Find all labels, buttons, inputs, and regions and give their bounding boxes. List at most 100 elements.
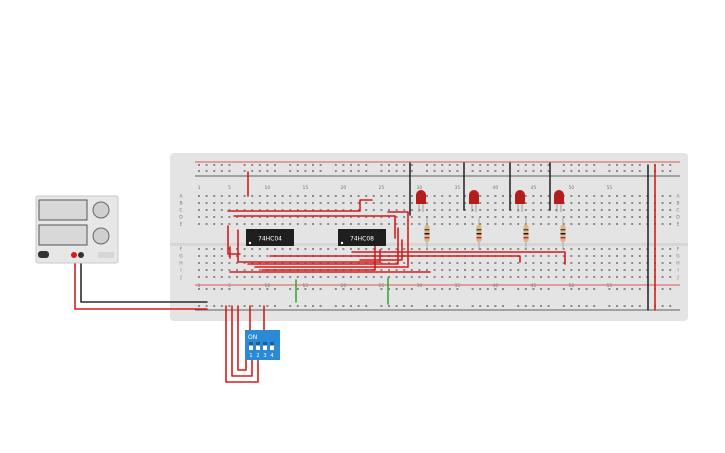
breadboard-hole[interactable] <box>410 202 413 204</box>
breadboard-hole[interactable] <box>228 269 231 271</box>
breadboard-hole[interactable] <box>638 262 641 264</box>
breadboard-hole[interactable] <box>517 262 520 264</box>
breadboard-hole[interactable] <box>281 209 284 211</box>
breadboard-hole[interactable] <box>486 262 489 264</box>
breadboard-hole[interactable] <box>289 223 292 225</box>
breadboard-hole[interactable] <box>213 216 216 218</box>
breadboard-hole[interactable] <box>623 209 626 211</box>
rail-hole[interactable] <box>585 164 588 166</box>
breadboard-hole[interactable] <box>593 269 596 271</box>
breadboard-hole[interactable] <box>578 276 580 278</box>
breadboard-hole[interactable] <box>441 276 444 278</box>
rail-hole[interactable] <box>350 288 352 290</box>
breadboard-hole[interactable] <box>593 202 596 204</box>
breadboard-hole[interactable] <box>205 262 208 264</box>
rail-hole[interactable] <box>540 288 542 290</box>
breadboard-hole[interactable] <box>350 262 352 264</box>
breadboard-hole[interactable] <box>464 269 466 271</box>
breadboard-hole[interactable] <box>471 248 474 250</box>
breadboard-hole[interactable] <box>410 223 413 225</box>
breadboard-hole[interactable] <box>593 255 596 257</box>
breadboard-hole[interactable] <box>638 269 641 271</box>
breadboard-hole[interactable] <box>296 262 299 264</box>
breadboard-hole[interactable] <box>205 255 208 257</box>
rail-hole[interactable] <box>395 305 398 307</box>
breadboard-hole[interactable] <box>631 223 634 225</box>
rail-hole[interactable] <box>198 170 200 172</box>
breadboard-hole[interactable] <box>296 276 299 278</box>
breadboard-hole[interactable] <box>220 209 223 211</box>
rail-hole[interactable] <box>608 164 611 166</box>
breadboard-hole[interactable] <box>540 262 542 264</box>
breadboard-hole[interactable] <box>433 276 436 278</box>
breadboard-hole[interactable] <box>334 223 337 225</box>
breadboard-hole[interactable] <box>319 209 322 211</box>
breadboard-hole[interactable] <box>593 223 596 225</box>
rail-hole[interactable] <box>578 164 580 166</box>
breadboard-hole[interactable] <box>562 248 565 250</box>
rail-hole[interactable] <box>274 170 276 172</box>
breadboard-hole[interactable] <box>266 209 269 211</box>
breadboard-hole[interactable] <box>289 216 292 218</box>
breadboard-hole[interactable] <box>395 202 398 204</box>
breadboard-hole[interactable] <box>327 276 330 278</box>
breadboard-hole[interactable] <box>228 195 231 197</box>
rail-hole[interactable] <box>274 305 276 307</box>
breadboard-hole[interactable] <box>357 248 360 250</box>
rail-hole[interactable] <box>258 305 261 307</box>
rail-hole[interactable] <box>213 305 216 307</box>
breadboard-hole[interactable] <box>388 269 390 271</box>
breadboard-hole[interactable] <box>327 209 330 211</box>
breadboard-hole[interactable] <box>623 195 626 197</box>
rail-hole[interactable] <box>296 288 299 290</box>
rail-hole[interactable] <box>532 288 535 290</box>
signal-wire-5[interactable] <box>247 227 399 265</box>
breadboard-hole[interactable] <box>228 209 231 211</box>
breadboard-hole[interactable] <box>502 223 504 225</box>
rail-hole[interactable] <box>426 170 428 172</box>
breadboard-hole[interactable] <box>365 262 368 264</box>
breadboard-hole[interactable] <box>585 216 588 218</box>
rail-hole[interactable] <box>631 305 634 307</box>
breadboard-hole[interactable] <box>418 262 421 264</box>
breadboard-hole[interactable] <box>509 223 512 225</box>
breadboard-hole[interactable] <box>494 216 497 218</box>
breadboard-hole[interactable] <box>532 209 535 211</box>
breadboard-hole[interactable] <box>258 269 261 271</box>
breadboard-hole[interactable] <box>479 269 482 271</box>
breadboard-hole[interactable] <box>464 195 466 197</box>
signal-wire-1[interactable] <box>227 199 373 212</box>
breadboard-hole[interactable] <box>616 216 618 218</box>
led-red-3[interactable] <box>515 190 525 204</box>
breadboard-hole[interactable] <box>251 276 254 278</box>
rail-hole[interactable] <box>426 288 428 290</box>
rail-hole[interactable] <box>296 170 299 172</box>
rail-hole[interactable] <box>494 170 497 172</box>
rail-hole[interactable] <box>380 164 383 166</box>
negative-terminal[interactable] <box>78 252 84 258</box>
rail-hole[interactable] <box>243 305 246 307</box>
breadboard-hole[interactable] <box>464 276 466 278</box>
breadboard-hole[interactable] <box>486 195 489 197</box>
rail-hole[interactable] <box>448 164 451 166</box>
breadboard-hole[interactable] <box>509 262 512 264</box>
rail-hole[interactable] <box>266 288 269 290</box>
breadboard-hole[interactable] <box>623 276 626 278</box>
rail-hole[interactable] <box>669 170 672 172</box>
breadboard-hole[interactable] <box>448 209 451 211</box>
breadboard-hole[interactable] <box>616 209 618 211</box>
rail-hole[interactable] <box>205 164 208 166</box>
dip-switch-wire-2[interactable] <box>231 305 253 377</box>
breadboard-hole[interactable] <box>418 216 421 218</box>
breadboard-hole[interactable] <box>608 223 611 225</box>
breadboard-hole[interactable] <box>433 269 436 271</box>
breadboard-hole[interactable] <box>258 255 261 257</box>
breadboard-hole[interactable] <box>372 202 375 204</box>
breadboard-hole[interactable] <box>205 209 208 211</box>
breadboard-hole[interactable] <box>220 223 223 225</box>
breadboard-hole[interactable] <box>433 195 436 197</box>
breadboard-hole[interactable] <box>502 209 504 211</box>
rail-hole[interactable] <box>608 288 611 290</box>
breadboard-hole[interactable] <box>380 269 383 271</box>
